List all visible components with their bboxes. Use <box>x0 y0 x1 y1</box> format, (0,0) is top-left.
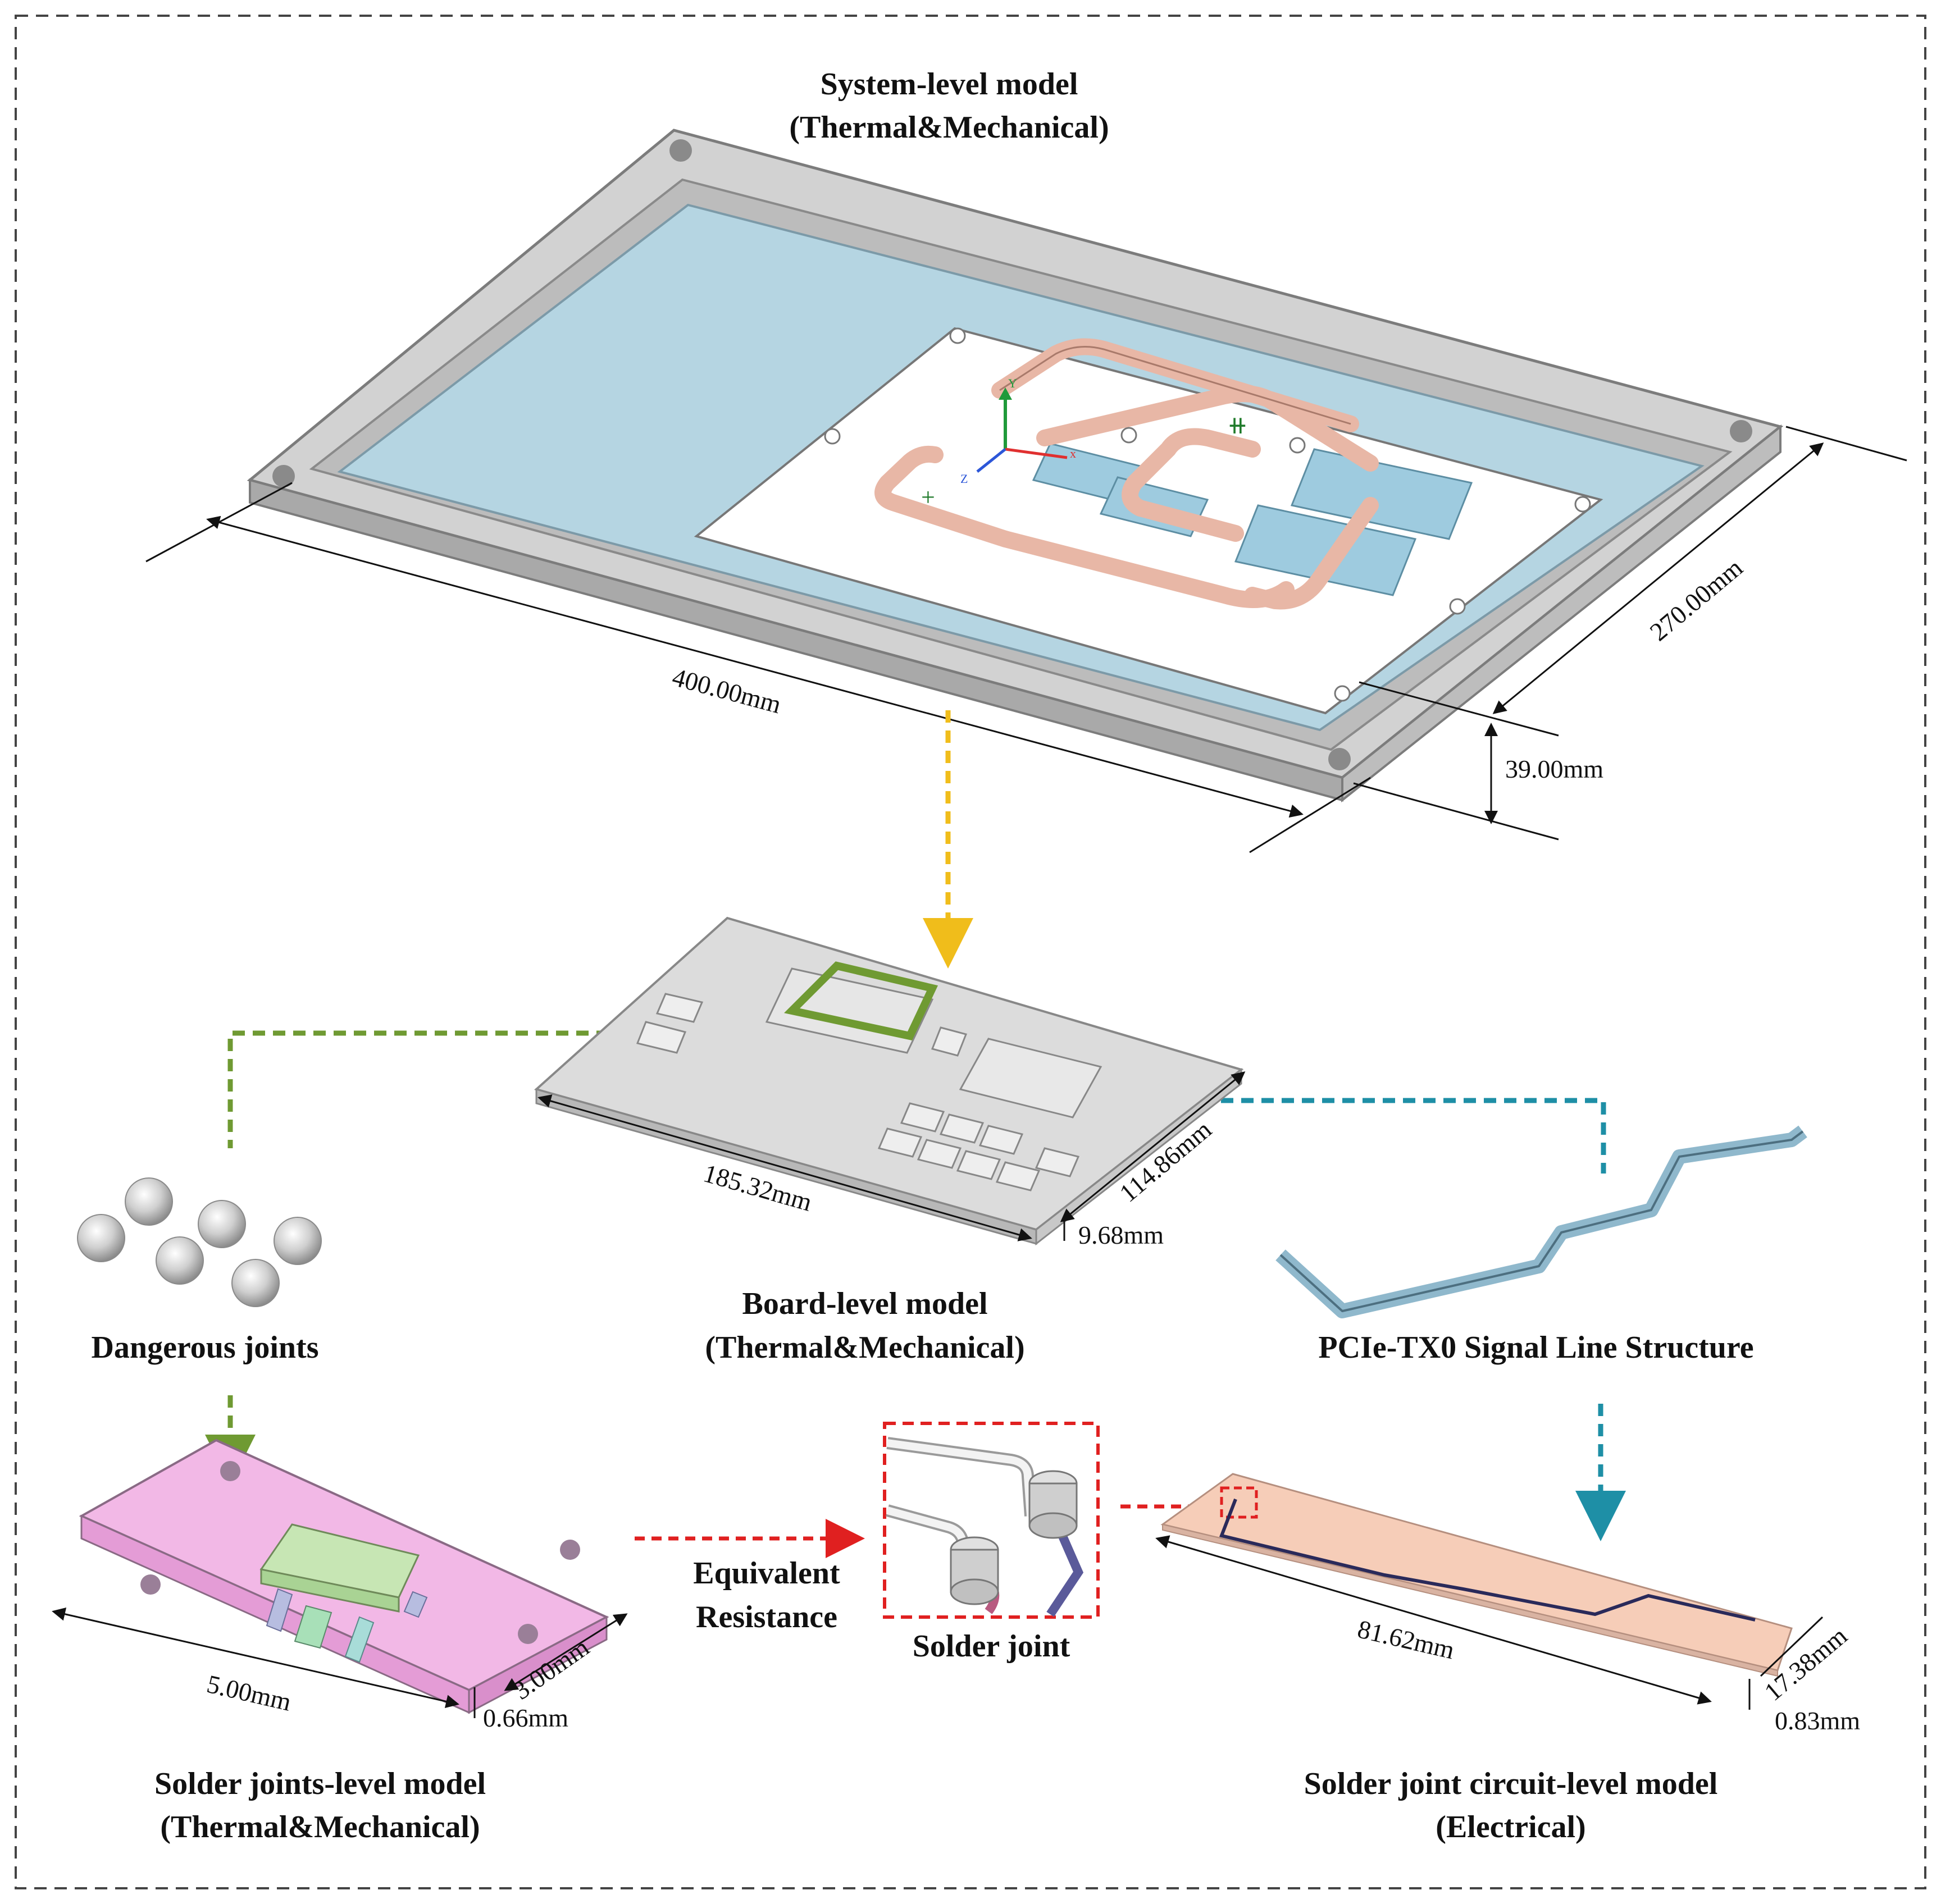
marker-cross-icon: + <box>921 483 935 511</box>
substrate-hole-icon <box>220 1461 240 1481</box>
frame-hole-icon <box>272 465 295 487</box>
board-level-title-line1: Board-level model <box>742 1286 987 1321</box>
axis-y-label: Y <box>1008 376 1017 390</box>
marker-cross-icon: ⧺ <box>1227 412 1248 439</box>
dim-extension-line <box>1249 777 1371 853</box>
dim-line-board-width <box>1060 1071 1246 1222</box>
solder-cylinder-bottom <box>950 1578 999 1605</box>
board-level-model: 185.32mm 114.86mm 9.68mm Board-level mod… <box>534 916 1246 1365</box>
equivalent-label-line2: Resistance <box>696 1600 837 1634</box>
dim-line-solder-width <box>504 1613 628 1691</box>
dim-label-270: 270.00mm <box>1644 553 1748 647</box>
frame-hole-icon <box>669 139 692 162</box>
heat-pipe-outline <box>999 346 1351 425</box>
board-hole-icon <box>1449 598 1466 615</box>
board-level-title-line2: (Thermal&Mechanical) <box>705 1330 1024 1365</box>
solder-joints-level-title-line2: (Thermal&Mechanical) <box>160 1810 480 1844</box>
dim-extension-line <box>1353 782 1559 841</box>
board-hole-icon <box>1289 437 1306 454</box>
dim-extension-line <box>1785 426 1907 462</box>
solder-ball-icon <box>77 1214 125 1262</box>
component-block <box>1290 448 1473 540</box>
circuit-highlight-box <box>1220 1486 1258 1519</box>
solder-joints-level-title-line1: Solder joints-level model <box>154 1766 486 1801</box>
dim-label-39: 39.00mm <box>1505 755 1603 783</box>
component-block <box>636 1021 687 1054</box>
signal-line-structure: PCIe-TX0 Signal Line Structure <box>1275 1125 1807 1365</box>
dim-label-5mm: 5.00mm <box>204 1669 294 1716</box>
solder-joints-level-model: 5.00mm 3.00mm 0.66mm Solder joints-level… <box>52 1439 628 1844</box>
equivalent-label-line1: Equivalent <box>693 1556 840 1591</box>
solder-cylinder-bottom <box>1028 1512 1078 1539</box>
signal-trace-3d-edge <box>1279 1130 1804 1312</box>
axis-z-icon <box>976 448 1006 473</box>
solder-ball-icon <box>156 1236 204 1285</box>
processor-highlight <box>783 961 938 1041</box>
solder-ball-icon <box>125 1177 173 1226</box>
dim-line-circuit-width <box>1760 1616 1824 1677</box>
arrow-board-to-signal-line <box>1140 1098 1606 1174</box>
system-level-title-line1: System-level model <box>821 67 1078 102</box>
solder-joint-detail: Solder joint <box>883 1422 1100 1664</box>
lower-trace-blue <box>1046 1525 1084 1617</box>
dim-line-length <box>206 515 1304 818</box>
dim-label-0-66: 0.66mm <box>483 1704 568 1732</box>
signal-trace-3d <box>1275 1125 1807 1318</box>
dim-line-width <box>1492 442 1824 714</box>
substrate-hole-icon <box>140 1574 161 1595</box>
axis-z-label: Z <box>960 472 968 486</box>
dim-label-9-68: 9.68mm <box>1078 1221 1164 1249</box>
component-block <box>655 993 704 1023</box>
dim-line-circuit-length <box>1155 1535 1712 1705</box>
board-hole-icon <box>949 327 966 344</box>
solder-joint-label: Solder joint <box>913 1629 1070 1664</box>
board-hole-icon <box>1574 496 1591 513</box>
frame-hole-icon <box>1328 748 1351 770</box>
circuit-level-title-line2: (Electrical) <box>1436 1810 1585 1844</box>
dangerous-joints-label: Dangerous joints <box>91 1330 318 1365</box>
solder-joint-zoom-box <box>883 1422 1100 1619</box>
system-level-model: System-level model (Thermal&Mechanical) <box>145 67 1907 853</box>
substrate-hole-icon <box>560 1540 580 1560</box>
arrow-board-to-dangerous-joints <box>227 1030 730 1148</box>
component-block <box>931 1026 968 1057</box>
axis-x-icon <box>1005 448 1068 459</box>
solder-ball-icon <box>274 1217 322 1265</box>
board-hole-icon <box>1120 427 1137 444</box>
dim-line-solder-length <box>52 1607 459 1709</box>
solder-ball-icon <box>231 1259 280 1307</box>
board-hole-icon <box>824 428 841 445</box>
dim-line-board-length <box>537 1094 1032 1241</box>
outer-dashed-frame <box>15 15 1926 1889</box>
circuit-level-title-line1: Solder joint circuit-level model <box>1304 1766 1718 1801</box>
trace-pad-inner <box>887 1439 1035 1517</box>
axis-y-arrow-icon <box>999 387 1012 400</box>
solder-ball-icon <box>198 1200 246 1248</box>
board-hole-icon <box>1334 685 1351 702</box>
substrate-hole-icon <box>518 1624 538 1644</box>
dangerous-joints: Dangerous joints <box>77 1177 322 1365</box>
frame-hole-icon <box>1730 420 1752 442</box>
signal-line-label: PCIe-TX0 Signal Line Structure <box>1318 1330 1753 1365</box>
circuit-level-model: 81.62mm 17.38mm 0.83mm Solder joint circ… <box>1155 1473 1860 1844</box>
axis-x-label: x <box>1070 446 1076 460</box>
system-level-title-line2: (Thermal&Mechanical) <box>789 110 1109 145</box>
dim-extension-line <box>1359 681 1559 737</box>
dim-label-0-83: 0.83mm <box>1775 1706 1860 1735</box>
